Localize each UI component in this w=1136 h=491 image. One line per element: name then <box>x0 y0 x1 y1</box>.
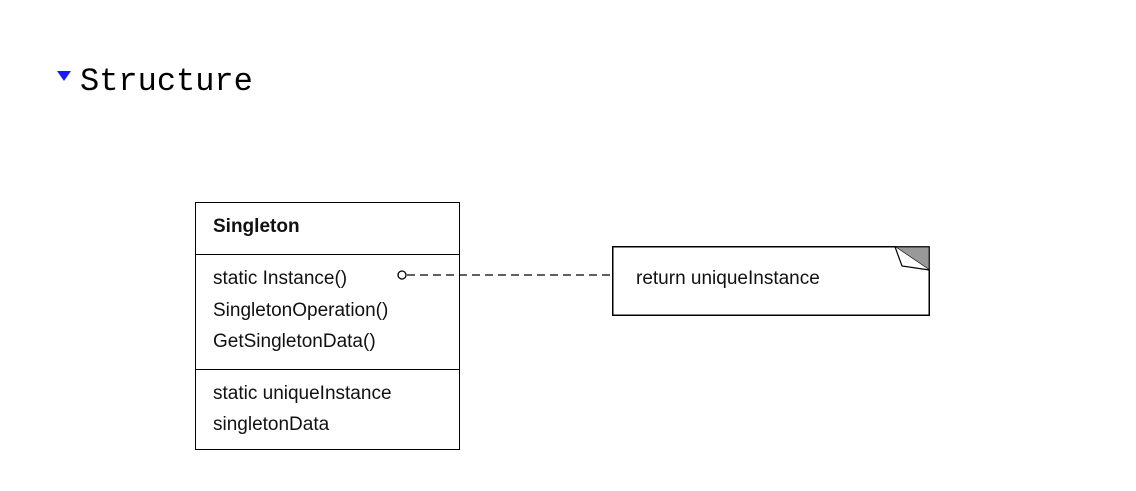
operations-compartment: static Instance() SingletonOperation() G… <box>196 255 459 370</box>
attributes-compartment: static uniqueInstance singletonData <box>196 370 459 449</box>
note-fold-flap <box>894 246 930 271</box>
attribute-unique-instance: static uniqueInstance <box>213 383 392 404</box>
note-text: return uniqueInstance <box>636 268 820 289</box>
class-name-compartment: Singleton <box>196 203 459 255</box>
note-connector <box>397 270 612 280</box>
singleton-class-box: Singleton static Instance() SingletonOpe… <box>195 202 460 450</box>
note-box: return uniqueInstance <box>612 246 930 316</box>
attribute-singleton-data: singletonData <box>213 414 330 435</box>
connector-circle <box>397 270 407 280</box>
note-shape <box>612 246 930 316</box>
operation-instance: static Instance() <box>213 268 348 289</box>
operation-singleton-operation: SingletonOperation() <box>213 300 389 321</box>
note-outline <box>612 246 930 316</box>
operation-get-singleton-data: GetSingletonData() <box>213 331 376 352</box>
expand-triangle-icon[interactable] <box>56 70 72 82</box>
class-name: Singleton <box>213 216 300 237</box>
triangle-shape <box>57 71 71 81</box>
section-title: Structure <box>80 63 253 100</box>
